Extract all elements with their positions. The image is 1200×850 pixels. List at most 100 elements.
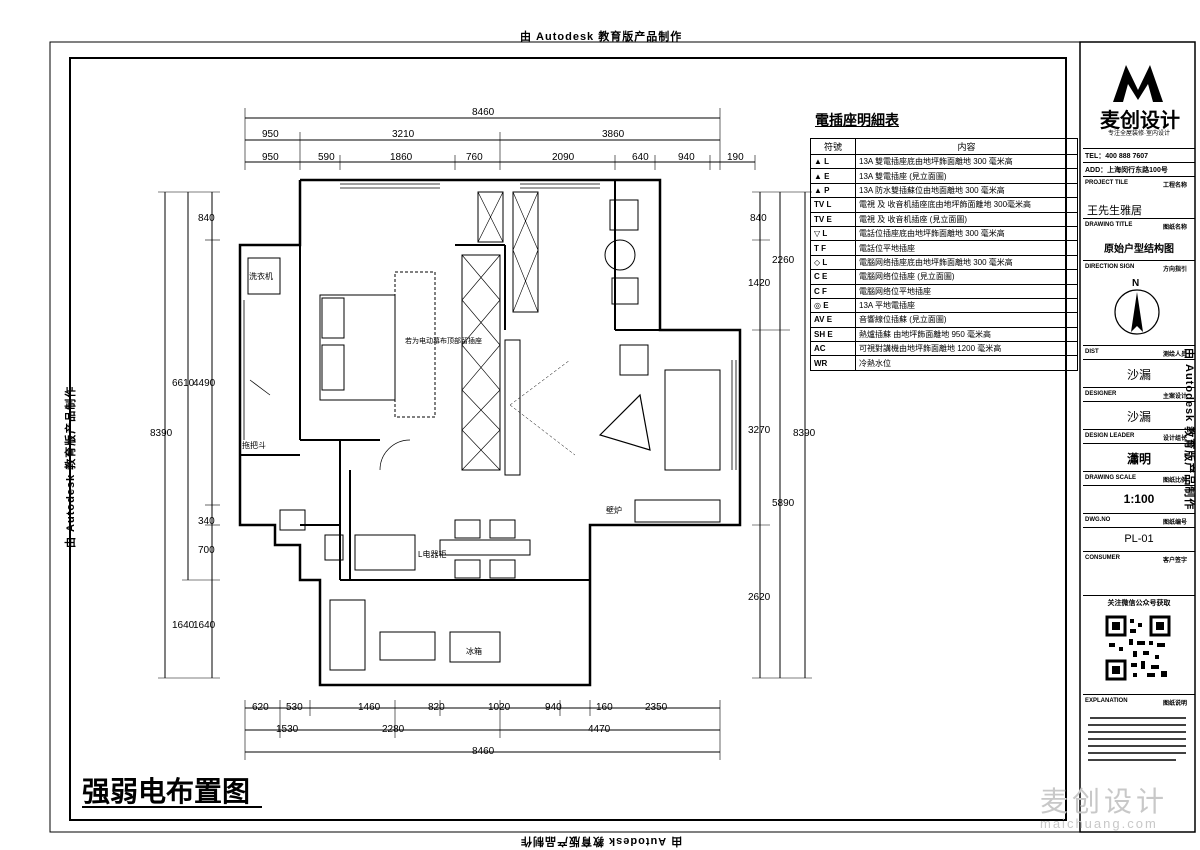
- dim-bottom-r1-3: 820: [428, 702, 445, 713]
- label-mop: 拖把斗: [242, 441, 266, 450]
- dim-top-r2-3: 760: [466, 152, 483, 163]
- legend-content: 可視對講機由地坪飾面離地 1200 毫米高: [855, 341, 1078, 357]
- dim-top-r2-1: 590: [318, 152, 335, 163]
- dim-bottom-r1-4: 1020: [488, 702, 511, 713]
- dim-bottom-r2-2: 4470: [588, 724, 611, 735]
- dim-bottom-r2-0: 1530: [276, 724, 299, 735]
- legend-symbol: TV E: [810, 211, 856, 227]
- tb-dist: DIST 测绘人员: [1083, 345, 1195, 360]
- legend-header-symbol: 符號: [810, 138, 856, 155]
- tb-project: PROJECT TILE 工程名称: [1083, 176, 1195, 191]
- dim-left-inner-0: 840: [198, 213, 215, 224]
- dim-left-inner-1: 4490: [193, 378, 216, 389]
- tb-direction: DIRECTION SIGN 方向指引: [1083, 260, 1195, 275]
- dim-right-outer-1: 5890: [772, 498, 795, 509]
- dim-bottom-r1-1: 530: [286, 702, 303, 713]
- brand-logo: [1108, 60, 1168, 105]
- brand-name: 麦创设计: [1100, 110, 1180, 132]
- tb-designer-value: 沙漏: [1083, 401, 1195, 430]
- floor-plan: [158, 108, 812, 760]
- tb-explanation: EXPLANATION 图纸说明: [1083, 694, 1195, 709]
- label-heater: L电器柜: [418, 550, 447, 559]
- dim-right-inner-0: 840: [750, 213, 767, 224]
- dim-right-inner-3: 2620: [748, 592, 771, 603]
- dim-top-r2-7: 190: [727, 152, 744, 163]
- tb-dist-value: 沙漏: [1083, 359, 1195, 388]
- dim-bottom-r1-6: 160: [596, 702, 613, 713]
- legend-symbol: AC: [810, 341, 856, 357]
- tb-leader-value: 瀟明: [1083, 443, 1195, 472]
- tb-drawing-name: 原始户型结构图: [1104, 244, 1174, 255]
- drawing-title: 强弱电布置图: [82, 775, 251, 808]
- tb-leader: DESIGN LEADER 设计组长: [1083, 429, 1195, 444]
- dim-right-inner-2: 3270: [748, 425, 771, 436]
- tb-tel: TEL：400 888 7607: [1083, 148, 1195, 163]
- tb-dwg-value: PL-01: [1083, 527, 1195, 552]
- legend-content: 電腦网络位插座 (見立面圖): [855, 269, 1078, 285]
- north-label: N: [1132, 278, 1140, 289]
- legend-content: 電視 及 收音机插座 (見立面圖): [855, 211, 1078, 227]
- tb-scale: DRAWING SCALE 图纸比例: [1083, 471, 1195, 486]
- legend-content: 13A 雙電插座 (見立面圖): [855, 168, 1078, 184]
- dim-bottom-r1-5: 940: [545, 702, 562, 713]
- legend-content: 音響線位插蘇 (見立面圖): [855, 312, 1078, 328]
- dim-left-inner-2: 340: [198, 516, 215, 527]
- dim-right-outer-0: 2260: [772, 255, 795, 266]
- dim-top-r1-2: 3860: [602, 129, 625, 140]
- legend-symbol: ▲ P: [810, 182, 856, 199]
- tb-consumer: CONSUMER 客户签字: [1083, 551, 1195, 566]
- title-underline: [82, 806, 262, 808]
- dim-right-inner-1: 1420: [748, 278, 771, 289]
- dim-bottom-r1-2: 1460: [358, 702, 381, 713]
- legend-symbol: C E: [810, 269, 856, 285]
- legend-symbol: TV L: [810, 197, 856, 213]
- dim-right-total: 8390: [793, 428, 816, 439]
- dim-left-inner-3: 700: [198, 545, 215, 556]
- explanation-text-block: [1086, 714, 1190, 764]
- label-washer: 洗衣机: [249, 272, 273, 281]
- legend-content: 電腦网络位平地插座: [855, 283, 1078, 299]
- dim-top-r1-0: 950: [262, 129, 279, 140]
- legend-title: 電插座明細表: [815, 112, 899, 128]
- dim-bottom-r1-0: 620: [252, 702, 269, 713]
- site-watermark: 麦创设计: [1040, 786, 1169, 817]
- dim-top-r2-0: 950: [262, 152, 279, 163]
- legend-content: 電話位插座底由地坪飾面離地 300 毫米高: [855, 225, 1078, 242]
- legend-content: 13A 防水雙插蘇位由地面離地 300 毫米高: [855, 182, 1078, 199]
- dim-left-inner-5: 1640: [193, 620, 216, 631]
- label-curtain-note: 若为电动幕布顶部留插座: [405, 338, 482, 345]
- dim-top-r2-6: 940: [678, 152, 695, 163]
- legend-symbol: ▲ E: [810, 168, 856, 184]
- site-watermark-url: maichuang.com: [1040, 816, 1158, 831]
- north-arrow-icon: N: [1112, 278, 1162, 338]
- dim-top-r2-5: 640: [632, 152, 649, 163]
- dim-left-outer: 6610: [172, 378, 195, 389]
- legend-symbol: WR: [810, 355, 856, 371]
- legend-content: 熱爐插蘇 由地坪飾面離地 950 毫米高: [855, 326, 1078, 343]
- tb-follow: 关注微信公众号获取: [1083, 595, 1195, 610]
- brand-sub: 专注全屋装修·室内设计: [1108, 131, 1170, 137]
- tb-add: ADD：上海闵行东路100号: [1083, 162, 1195, 177]
- tb-project-name: 王先生雅居: [1087, 205, 1142, 217]
- legend-symbol: T F: [810, 240, 856, 256]
- dim-top-r2-4: 2090: [552, 152, 575, 163]
- dim-top-r2-2: 1860: [390, 152, 413, 163]
- legend-symbol: SH E: [810, 326, 856, 343]
- legend-symbol: ◎ E: [810, 297, 856, 314]
- dim-top-total: 8460: [472, 107, 495, 118]
